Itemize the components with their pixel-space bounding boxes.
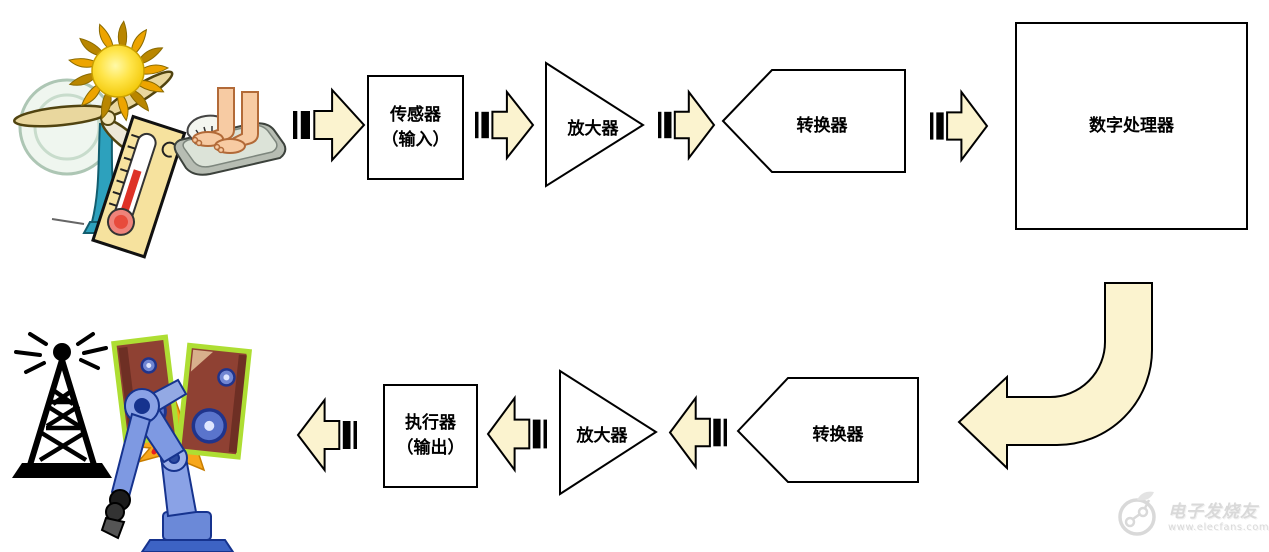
flow-arrow-5-left xyxy=(668,394,727,471)
actuator-label-line2: （输出） xyxy=(396,438,465,458)
actuator-node: 执行器 （输出） xyxy=(383,384,478,488)
amplifier-bottom-shape xyxy=(559,369,658,496)
converter-bottom-label: 转换器 xyxy=(812,425,864,445)
watermark-url: www.elecfans.com xyxy=(1168,522,1269,533)
flow-arrow-2-right xyxy=(475,89,535,161)
flow-arrow-1-right xyxy=(293,87,366,163)
thermometer-icon xyxy=(91,114,187,259)
radio-tower-icon xyxy=(12,332,112,478)
sun-icon xyxy=(68,20,170,122)
digital-processor-label: 数字处理器 xyxy=(1089,115,1174,136)
amplifier-top-shape xyxy=(545,61,645,188)
watermark-name: 电子发烧友 xyxy=(1168,502,1258,522)
flow-arrow-3-right xyxy=(658,89,716,161)
amplifier-bottom-label: 放大器 xyxy=(576,426,628,446)
flow-arrow-7-left xyxy=(296,397,357,473)
sensor-node: 传感器 （输入） xyxy=(367,75,464,180)
digital-processor-node: 数字处理器 xyxy=(1015,22,1248,230)
actuator-label-line1: 执行器 xyxy=(405,413,456,434)
converter-bottom-shape xyxy=(736,377,919,483)
weighing-scale-icon xyxy=(173,87,287,176)
watermark: 电子发烧友 www.elecfans.com xyxy=(1112,488,1269,542)
converter-top-shape xyxy=(721,69,906,173)
sensor-label-line2: （输入） xyxy=(381,129,450,150)
flow-arrow-6-left xyxy=(486,394,547,474)
robot-arm-icon xyxy=(100,378,235,552)
sensor-label-line1: 传感器 xyxy=(390,104,441,125)
amplifier-top-label: 放大器 xyxy=(567,119,619,139)
converter-top-label: 转换器 xyxy=(796,116,848,136)
elbow-arrow-down-left xyxy=(957,282,1153,471)
elecfans-logo-icon xyxy=(1118,491,1156,536)
flow-arrow-4-right xyxy=(930,89,989,163)
